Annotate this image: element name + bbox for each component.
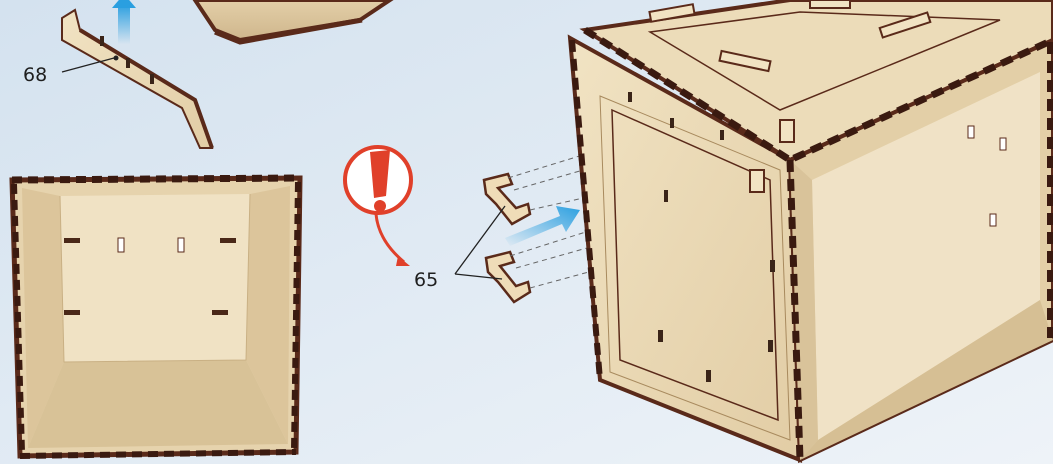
- part-number-68: 68: [23, 66, 47, 85]
- open-box-front-view: [12, 178, 300, 456]
- part-number-65: 65: [414, 271, 438, 290]
